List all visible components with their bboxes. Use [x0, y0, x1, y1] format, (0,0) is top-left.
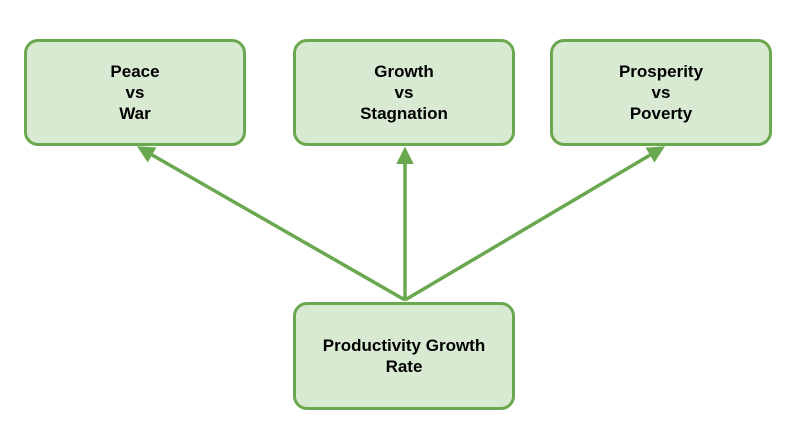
arrow-to-peace-war — [136, 146, 406, 302]
node-line: Productivity Growth — [322, 336, 486, 355]
node-line: Poverty — [629, 104, 693, 123]
node-line: vs — [394, 83, 414, 102]
node-line: Growth — [374, 62, 434, 81]
arrow-to-prosperity-poverty — [404, 146, 666, 302]
node-label: Productivity Growth Rate — [323, 335, 485, 377]
node-label: Prosperity vs Poverty — [619, 61, 703, 124]
node-line: Peace — [110, 62, 160, 81]
node-line: Prosperity — [618, 62, 704, 81]
node-growth-vs-stagnation: Growth vs Stagnation — [293, 39, 515, 146]
node-line: Rate — [385, 357, 423, 376]
node-productivity-growth-rate: Productivity Growth Rate — [293, 302, 515, 410]
node-prosperity-vs-poverty: Prosperity vs Poverty — [550, 39, 772, 146]
node-line: War — [119, 104, 151, 123]
node-label: Growth vs Stagnation — [360, 61, 448, 124]
node-line: Stagnation — [360, 104, 448, 123]
node-label: Peace vs War — [110, 61, 159, 124]
node-line: vs — [651, 83, 671, 102]
node-peace-vs-war: Peace vs War — [24, 39, 246, 146]
node-line: vs — [125, 83, 145, 102]
